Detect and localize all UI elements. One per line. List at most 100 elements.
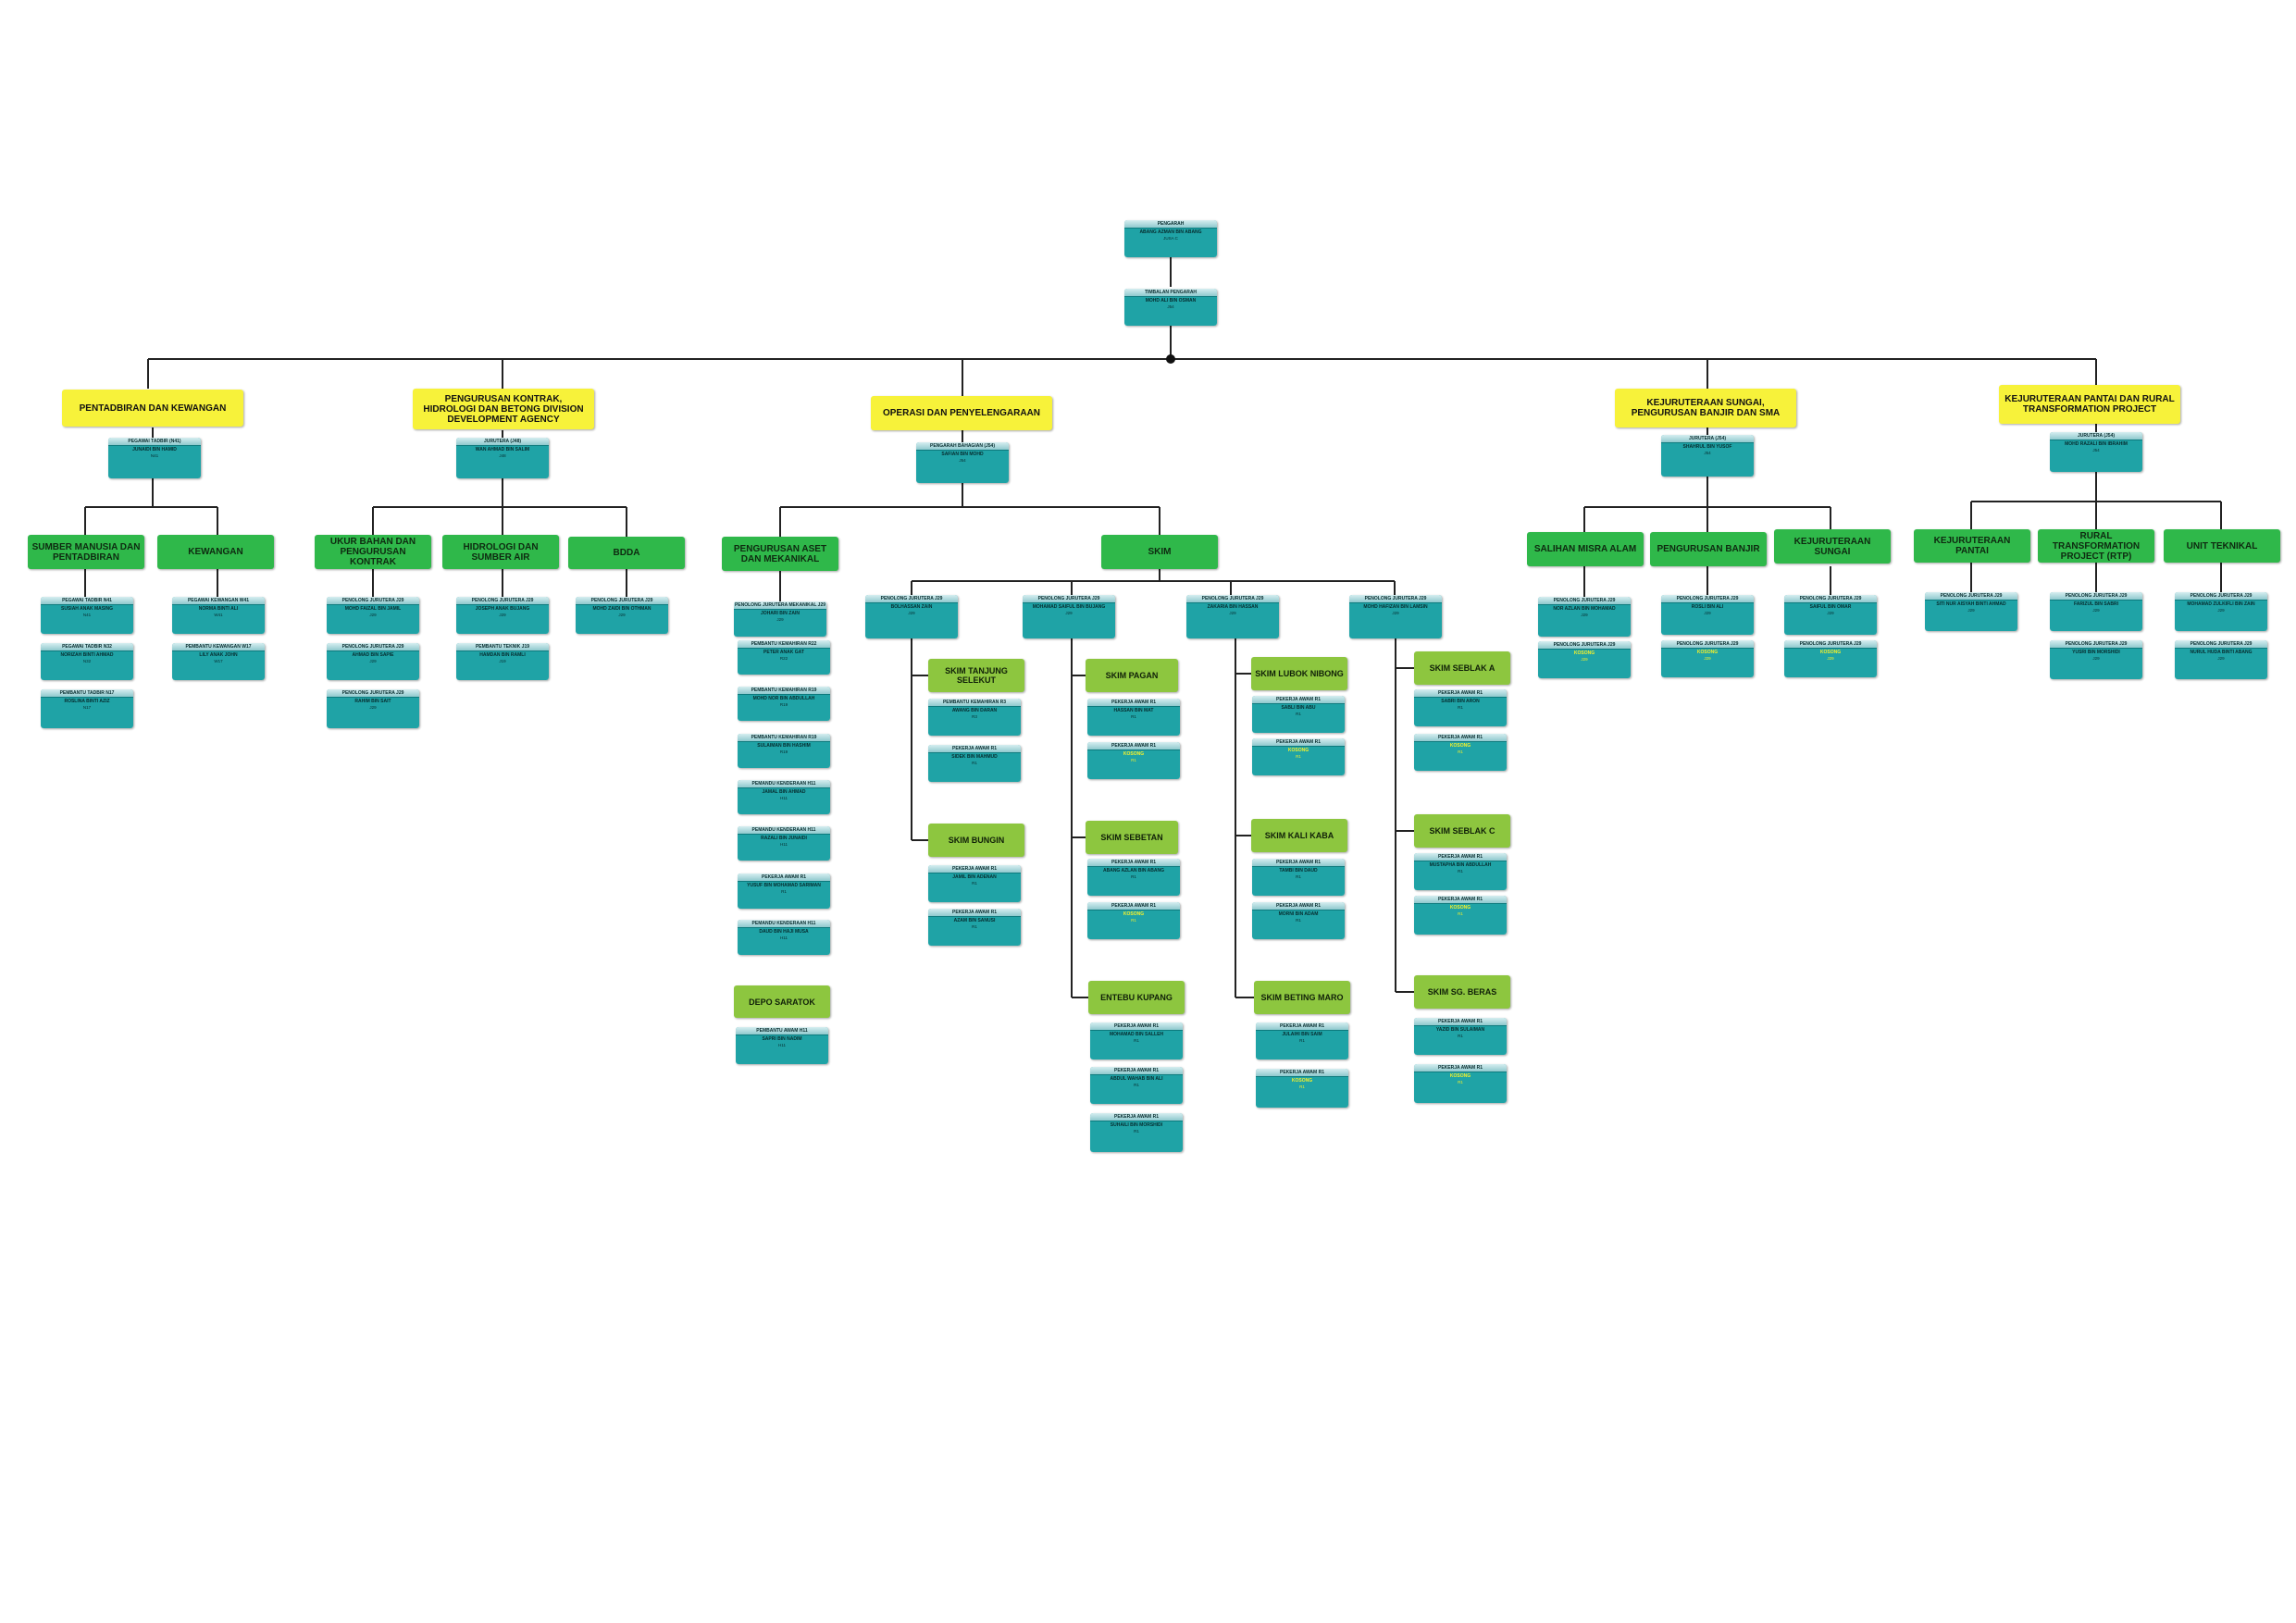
post-title: PEGAWAI TADBIR N41 [41, 597, 133, 605]
post-title: PENOLONG JURUTERA J29 [2175, 640, 2267, 649]
grade-code: R1 [1458, 1034, 1463, 1038]
grade-code: R22 [779, 656, 788, 661]
staff-name: AWANG BIN DARAN [951, 708, 998, 713]
grade-code: J29 [908, 611, 915, 615]
unit-label: SKIM SEBLAK C [1429, 826, 1496, 836]
unit-label: KEJURUTERAAN PANTAI [1933, 536, 2011, 556]
unit-label: SALIHAN MISRA ALAM [1533, 544, 1637, 554]
staff-name: KOSONG [1123, 751, 1145, 757]
staff-name: MOHD ALI BIN OSMAN [1145, 298, 1197, 304]
unit-banjir: PENGURUSAN BANJIR [1650, 532, 1767, 566]
staff-name: SULAIMAN BIN HASHIM [757, 743, 811, 749]
staff-name: MOHD HAFIZAN BIN LAMSIN [1363, 604, 1428, 610]
grade-code: J29 [2092, 608, 2100, 613]
unit-label: UKUR BAHAN DAN PENGURUSAN KONTRAK [329, 537, 416, 567]
staff-name: SAPRI BIN NADIM [762, 1036, 802, 1042]
staff-name: HAMDAN BIN RAMLI [479, 652, 526, 658]
staff-name: SHAHRUL BIN YUSOF [1682, 444, 1732, 450]
post-title: PEKERJA AWAM R1 [1414, 1064, 1507, 1072]
post-title: PEKERJA AWAM R1 [1087, 699, 1180, 707]
staff-name: JAMAL BIN AHMAD [762, 789, 806, 795]
post-title: TIMBALAN PENGARAH [1124, 289, 1217, 297]
staff-name: SABRI BIN ARON [1441, 699, 1480, 704]
staff-name: RAZALI BIN JUNAIDI [761, 836, 807, 841]
staff-name: ZAKARIA BIN HASSAN [1207, 604, 1259, 610]
staff-name: MOHD ZAIDI BIN OTHMAN [592, 606, 652, 612]
post-title: PENOLONG JURUTERA J29 [327, 643, 419, 651]
post-title: PEKERJA AWAM R1 [1252, 696, 1345, 704]
staff-name: MOHAMAD BIN SALLEH [1109, 1032, 1164, 1037]
staff-name: AZAM BIN SANUSI [953, 918, 996, 923]
grade-code: J29 [1065, 611, 1073, 615]
grade-code: J29 [2217, 608, 2225, 613]
grade-code: H11 [780, 935, 788, 940]
unit-label: PENGURUSAN BANJIR [1657, 544, 1760, 554]
staff-name: ABANG AZLAN BIN ABANG [1102, 868, 1164, 873]
grade-code: R1 [1134, 1038, 1139, 1043]
staff-name: MOHD FAIZAL BIN JAMIL [344, 606, 402, 612]
unit-label: ENTEBU KUPANG [1100, 993, 1173, 1002]
grade-code: N41 [150, 453, 159, 458]
staff-name: HASSAN BIN MAT [1113, 708, 1154, 713]
grade-code: J29 [776, 617, 784, 622]
grade-code: R1 [1296, 918, 1301, 923]
unit-label: SKIM SEBETAN [1100, 833, 1163, 842]
staff-name: MOHAMAD SAIFUL BIN BUJANG [1032, 604, 1106, 610]
unit-bdda: BDDA [568, 537, 685, 569]
post-title: PEKERJA AWAM R1 [1414, 689, 1507, 698]
unit-seblaka: SKIM SEBLAK A [1414, 651, 1510, 685]
unit-rtp: RURAL TRANSFORMATION PROJECT (RTP) [2038, 529, 2154, 563]
staff-name: NORMA BINTI ALI [198, 606, 239, 612]
unit-label: SKIM SEBLAK A [1429, 663, 1496, 673]
staff-name: KOSONG [1449, 1073, 1471, 1079]
grade-code: R1 [1131, 714, 1136, 719]
unit-betingmaro: SKIM BETING MARO [1254, 981, 1350, 1014]
unit-hidrologi: HIDROLOGI DAN SUMBER AIR [442, 535, 559, 569]
grade-code: J29 [369, 613, 377, 617]
staff-name: SABLI BIN ABU [1281, 705, 1316, 711]
grade-code: R1 [1296, 754, 1301, 759]
grade-code: J54 [1704, 451, 1711, 455]
unit-label: SKIM [1148, 547, 1172, 557]
unit-label: UNIT TEKNIKAL [2186, 540, 2258, 551]
post-title: PEMBANTU KEWANGAN W17 [172, 643, 265, 651]
unit-kontrak: PENGURUSAN KONTRAK, HIDROLOGI DAN BETONG… [413, 389, 594, 429]
unit-label: SUMBER MANUSIA DAN PENTADBIRAN [31, 541, 141, 563]
unit-label: OPERASI DAN PENYELENGARAAN [882, 408, 1041, 418]
post-title: JURUTERA (J54) [1661, 435, 1754, 443]
post-title: PEKERJA AWAM R1 [1252, 738, 1345, 747]
grade-code: J29 [1392, 611, 1399, 615]
unit-operasi: OPERASI DAN PENYELENGARAAN [871, 396, 1052, 430]
unit-label: SKIM SG. BERAS [1427, 987, 1497, 997]
unit-skim: SKIM [1101, 535, 1218, 569]
staff-name: SITI NUR AISYAH BINTI AHMAD [1936, 601, 2006, 607]
post-title: JURUTERA (J48) [456, 438, 549, 446]
staff-name: KOSONG [1449, 905, 1471, 911]
grade-code: J29 [369, 705, 377, 710]
staff-name: WAN AHMAD BIN SALIM [475, 447, 530, 452]
post-title: PENOLONG JURUTERA J29 [327, 689, 419, 698]
staff-name: KOSONG [1291, 1078, 1313, 1084]
grade-code: H11 [780, 842, 788, 847]
grade-code: R1 [1296, 712, 1301, 716]
